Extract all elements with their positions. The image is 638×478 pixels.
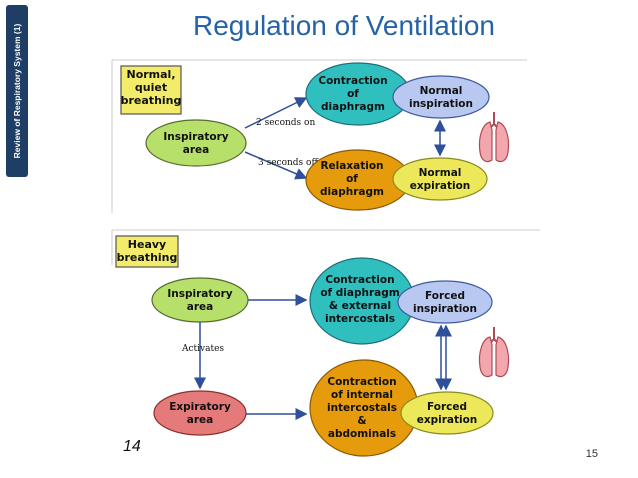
inspiratory-area-oval-top: Inspiratory area	[145, 119, 247, 167]
expiratory-area-oval: Expiratory area	[153, 390, 247, 436]
svg-text:Contraction: Contraction	[327, 376, 396, 388]
svg-text:Expiratory: Expiratory	[169, 401, 231, 413]
svg-text:intercostals: intercostals	[325, 313, 395, 325]
svg-text:Heavy: Heavy	[128, 238, 166, 251]
lungs-icon-bottom	[478, 326, 510, 378]
svg-text:quiet: quiet	[135, 81, 167, 94]
sidebar-tab: Review of Respiratory System (1)	[6, 5, 28, 177]
svg-text:abdominals: abdominals	[328, 428, 396, 440]
forced-expiration-oval: Forced expiration	[400, 391, 494, 435]
inspiratory-area-oval-bottom: Inspiratory area	[151, 277, 249, 323]
svg-text:Inspiratory: Inspiratory	[163, 131, 228, 143]
contraction-diaphragm-external-oval: Contraction of diaphragm & external inte…	[309, 257, 415, 345]
svg-text:Normal: Normal	[419, 167, 462, 179]
contraction-diaphragm-oval: Contraction of diaphragm	[305, 62, 411, 126]
page-label: 14	[123, 438, 141, 455]
svg-text:area: area	[187, 414, 213, 426]
heavy-breathing-box: Heavy breathing	[115, 235, 179, 268]
svg-text:expiration: expiration	[410, 180, 471, 192]
forced-inspiration-oval: Forced inspiration	[397, 280, 493, 324]
svg-text:area: area	[183, 144, 209, 156]
normal-inspiration-oval: Normal inspiration	[392, 75, 490, 119]
svg-text:Forced: Forced	[427, 401, 467, 413]
slide-number: 15	[585, 448, 598, 460]
label-seconds-on: 2 seconds on	[256, 118, 315, 128]
svg-text:Inspiratory: Inspiratory	[167, 288, 232, 300]
svg-text:of: of	[347, 88, 359, 100]
svg-text:of internal: of internal	[331, 389, 393, 401]
svg-text:Relaxation: Relaxation	[320, 160, 383, 172]
svg-text:breathing: breathing	[121, 94, 182, 107]
svg-text:Contraction: Contraction	[325, 274, 394, 286]
svg-text:diaphragm: diaphragm	[321, 101, 385, 113]
normal-breathing-box: Normal, quiet breathing	[120, 65, 182, 115]
lungs-icon-top	[478, 111, 510, 163]
svg-text:inspiration: inspiration	[413, 303, 477, 315]
svg-text:Forced: Forced	[425, 290, 465, 302]
arrow-to-contraction	[244, 97, 308, 129]
slide-title: Regulation of Ventilation	[193, 10, 495, 41]
svg-text:&: &	[357, 415, 366, 427]
label-activates: Activates	[181, 344, 224, 354]
svg-text:Normal,: Normal,	[126, 68, 175, 81]
svg-text:& external: & external	[329, 300, 391, 312]
contraction-internal-oval: Contraction of internal intercostals & a…	[309, 359, 419, 457]
relaxation-diaphragm-oval: Relaxation of diaphragm	[305, 149, 411, 211]
svg-text:expiration: expiration	[417, 414, 478, 426]
svg-text:of diaphragm: of diaphragm	[320, 287, 399, 299]
normal-expiration-oval: Normal expiration	[392, 157, 488, 201]
svg-text:breathing: breathing	[117, 251, 178, 264]
svg-text:Contraction: Contraction	[318, 75, 387, 87]
svg-text:diaphragm: diaphragm	[320, 186, 384, 198]
svg-text:Normal: Normal	[420, 85, 463, 97]
svg-text:area: area	[187, 301, 213, 313]
label-seconds-off: 3 seconds off	[258, 158, 318, 168]
svg-text:intercostals: intercostals	[327, 402, 397, 414]
svg-text:inspiration: inspiration	[409, 98, 473, 110]
arrow-to-relaxation	[244, 151, 308, 180]
svg-text:of: of	[346, 173, 358, 185]
